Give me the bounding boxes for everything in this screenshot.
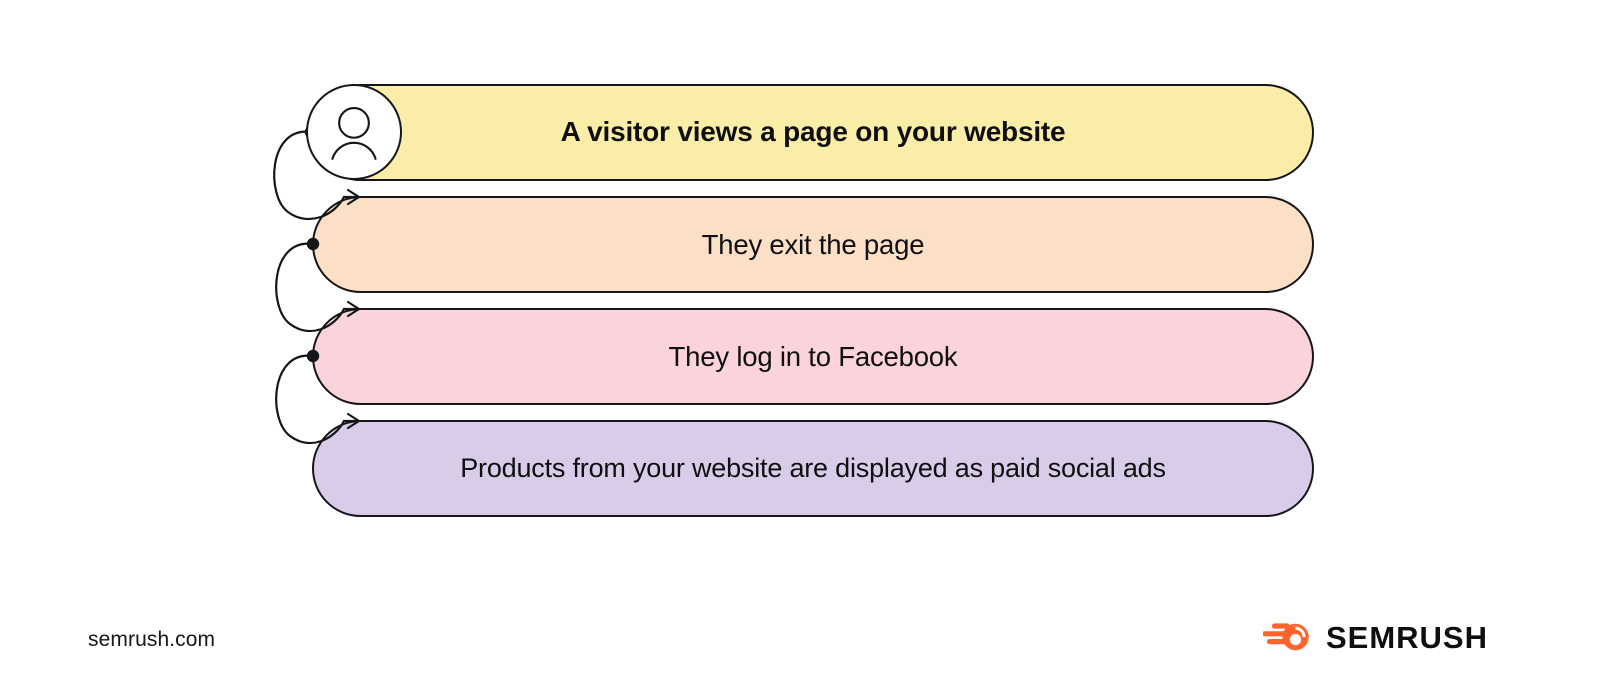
flow-step-4: Products from your website are displayed… [312,420,1314,517]
site-url-label: semrush.com [88,628,216,651]
semrush-logo: SEMRUSH [1262,618,1488,656]
user-avatar-glyph [331,106,377,160]
flow-step-4-label: Products from your website are displayed… [460,452,1166,483]
semrush-comet-icon [1262,623,1309,651]
flow-step-2-label: They exit the page [701,228,925,260]
flow-step-3: They log in to Facebook [312,308,1314,405]
footer: semrush.com SEMRUSH [0,600,1600,698]
flow-step-3-label: They log in to Facebook [668,340,958,372]
flow-diagram: A visitor views a page on your website T… [273,84,1314,517]
flow-step-2: They exit the page [312,196,1314,293]
flow-step-1: A visitor views a page on your website [312,84,1314,181]
user-avatar-icon [306,84,402,180]
flow-step-1-label: A visitor views a page on your website [560,116,1066,148]
semrush-wordmark: SEMRUSH [1325,619,1488,655]
